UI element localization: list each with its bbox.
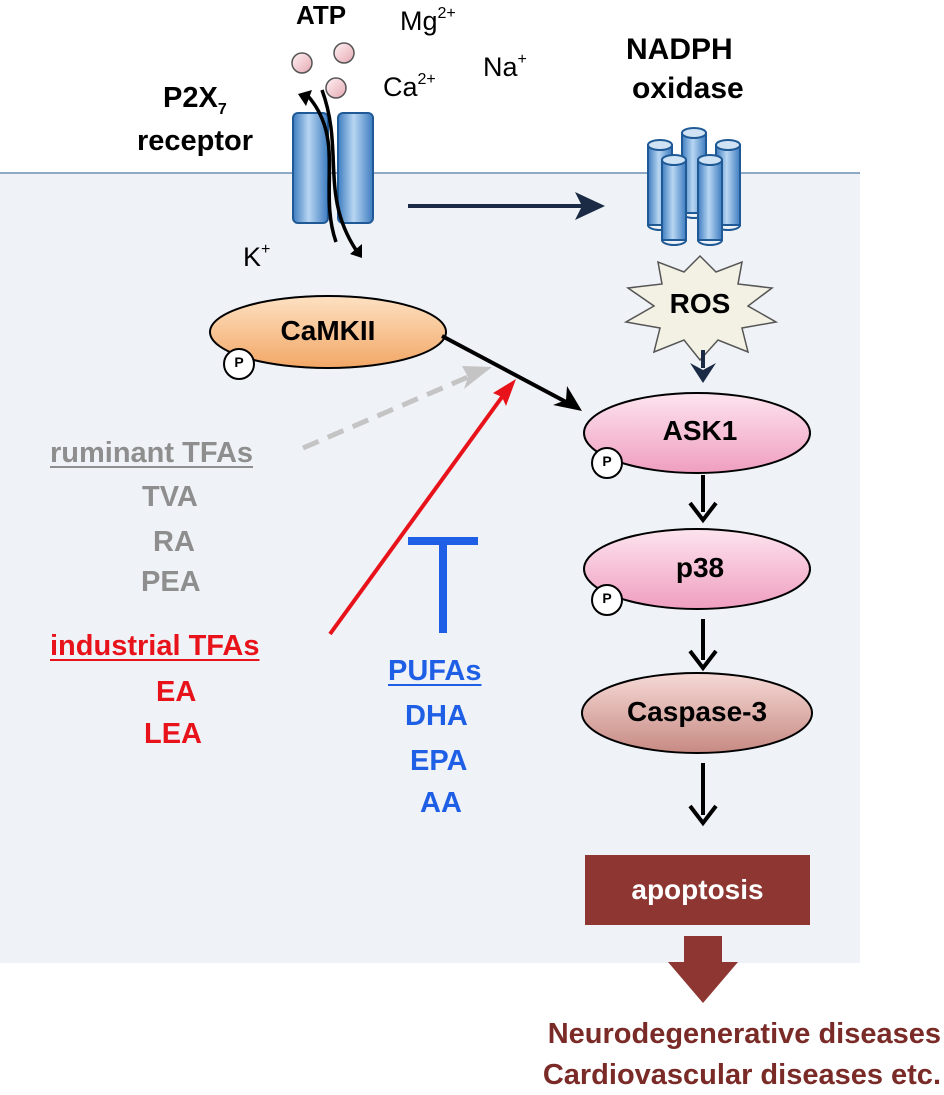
p2x7-receptor-label: receptor [137,125,254,157]
p2x7-name-label: P2X7 [163,82,227,118]
camkii-node [209,295,447,369]
apoptosis-label: apoptosis [631,874,764,905]
oxidase-label: oxidase [632,72,744,105]
ask1-phospho-letter: P [602,453,612,469]
ruminant-tfas-heading: ruminant TFAs [50,437,254,469]
ask1-label: ASK1 [662,415,738,446]
arrowhead-p2x7-to-nadph [575,192,605,220]
arrow-industrial-tfas [328,395,504,636]
arrow-apoptosis-to-diseases [668,936,738,1003]
arrowhead-ros-to-ask1 [690,363,716,383]
ion-dot-2 [333,42,355,64]
pufa-item-aa: AA [420,787,462,819]
p38-phospho-badge [591,584,623,616]
industrial-tfas-heading: industrial TFAs [50,630,260,662]
camkii-phospho-badge [223,348,255,380]
cell-membrane [0,172,860,174]
na-label: Na+ [483,51,527,82]
p38-label: p38 [675,552,725,583]
ask1-node [583,392,811,474]
arrow-ruminant-tfas [302,374,469,451]
industrial-item-lea: LEA [144,718,202,750]
mg-label: Mg2+ [400,5,456,36]
ion-dot-3 [325,77,347,99]
caspase3-node [581,672,813,754]
k-label: K+ [243,241,271,272]
p38-node [583,528,811,610]
ion-dot-1 [291,52,313,74]
caspase3-label: Caspase-3 [626,696,768,727]
p2x7-channel-icon [292,89,374,258]
arrow-camkii-to-ask1 [441,334,569,405]
ask1-phospho-badge [591,447,623,479]
pufas-heading: PUFAs [388,655,482,687]
disease-line-neuro: Neurodegenerative diseases [547,1018,941,1050]
arrowhead-caspase3-to-apoptosis [688,804,718,827]
nadph-label: NADPH [626,33,733,66]
ca-label: Ca2+ [383,71,436,102]
arrowhead-p38-to-caspase3 [688,649,718,672]
pufa-item-dha: DHA [405,700,468,732]
apoptosis-box [585,855,810,925]
ruminant-item-tva: TVA [142,481,198,513]
ros-starburst [623,254,779,362]
ros-label: ROS [669,288,731,319]
arrowhead-ruminant-tfas [462,366,492,389]
ruminant-item-ra: RA [153,526,195,558]
arrowhead-industrial-tfas [493,379,516,406]
arrowhead-camkii-to-ask1 [553,386,582,411]
nadph-oxidase-icon [647,127,741,246]
p38-phospho-letter: P [602,590,612,606]
industrial-item-ea: EA [156,676,197,708]
ruminant-item-pea: PEA [141,566,201,598]
atp-label: ATP [296,0,347,30]
camkii-phospho-letter: P [234,354,244,370]
arrowhead-ask1-to-p38 [688,501,718,524]
camkii-label: CaMKII [280,315,376,346]
pufa-item-epa: EPA [410,745,468,777]
disease-line-cardio: Cardiovascular diseases etc. [542,1059,941,1091]
